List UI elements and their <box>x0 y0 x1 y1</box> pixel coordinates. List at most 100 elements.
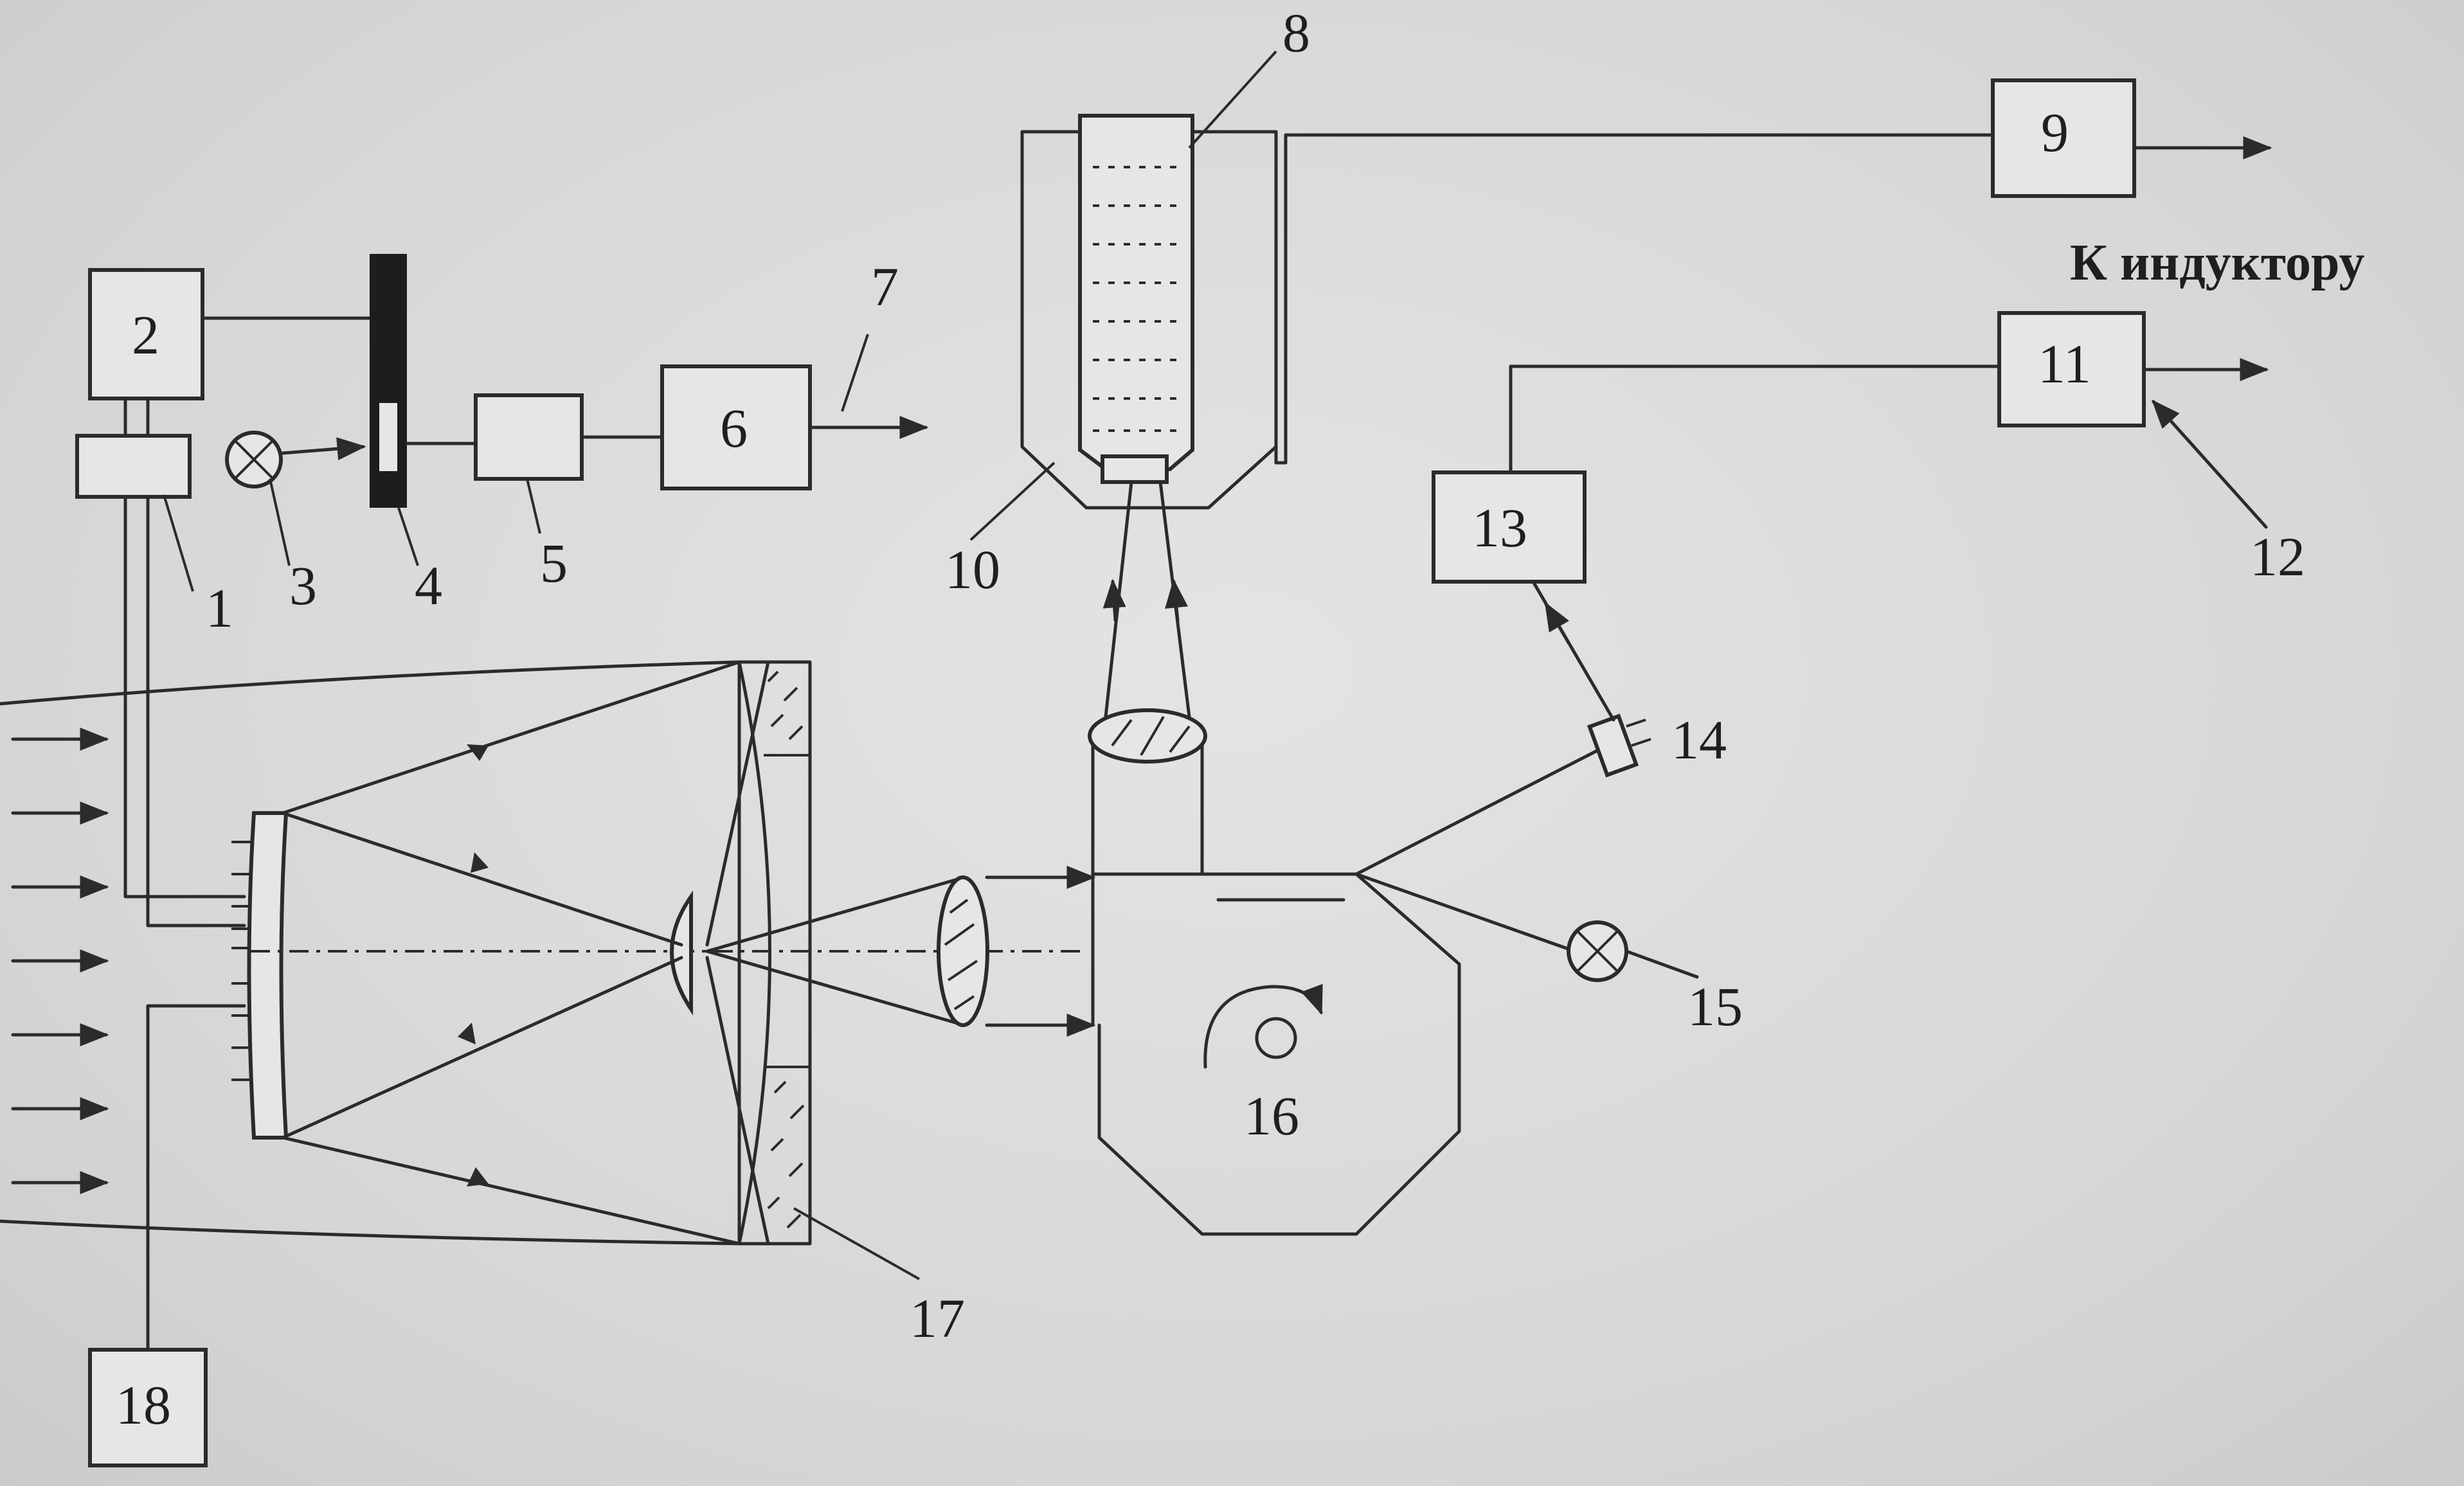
detector-window <box>1101 454 1169 484</box>
ray <box>705 875 966 953</box>
modulator-slot <box>377 400 400 474</box>
tube-wall-top <box>0 660 741 706</box>
vertical-beam <box>1088 480 1207 876</box>
converging-ray <box>1104 480 1133 719</box>
scanning-drum <box>1091 872 1461 1236</box>
label-13: 13 <box>1472 497 1527 559</box>
secondary-mirror <box>670 890 693 1016</box>
ray <box>705 956 770 1246</box>
ray-arrow-up <box>1102 578 1126 622</box>
telescope-tube <box>0 660 741 1246</box>
reference-chain <box>75 254 929 1467</box>
label-7: 7 <box>871 256 899 318</box>
sensor-to-13 <box>1531 580 1615 722</box>
dewar <box>1020 114 2008 510</box>
block-6 <box>660 364 812 490</box>
label-8: 8 <box>1282 2 1310 64</box>
label-10: 10 <box>945 539 1000 600</box>
leader-3 <box>269 478 291 566</box>
drum-axle <box>1255 1017 1297 1059</box>
drum-outline <box>1091 872 1461 1236</box>
link-13-11 <box>1509 364 2001 474</box>
photo-sensor <box>1587 713 1639 778</box>
label-14: 14 <box>1671 709 1727 771</box>
block-2 <box>88 268 204 400</box>
hatch <box>1140 715 1165 756</box>
lamp-15 <box>1354 872 1699 982</box>
lamp-to-modulator <box>281 437 366 461</box>
inductor-label: К индуктору <box>2070 235 2364 291</box>
label-1: 1 <box>206 577 233 639</box>
leader-8 <box>1188 50 1277 149</box>
label-12: 12 <box>2250 526 2305 587</box>
telescope-rays <box>281 660 966 1246</box>
hatch <box>1169 725 1191 753</box>
signal-line-to-9 <box>1274 133 2008 465</box>
label-11: 11 <box>2038 333 2091 395</box>
cold-finger <box>1078 114 1194 471</box>
ray-arrow <box>467 744 489 761</box>
label-6: 6 <box>720 397 748 459</box>
hatch <box>770 713 784 728</box>
ray-arrow <box>467 1167 489 1186</box>
lamp-lead <box>1624 949 1699 979</box>
ray-arrow <box>458 1023 476 1044</box>
label-16: 16 <box>1244 1085 1299 1147</box>
block-1 <box>75 434 192 499</box>
block-5 <box>474 393 584 481</box>
hatch <box>1111 719 1133 747</box>
hatch <box>947 960 978 981</box>
sensor-14 <box>1354 580 1651 876</box>
ray <box>281 956 683 1140</box>
hatch <box>773 1080 787 1094</box>
tube-wall-bottom <box>0 1219 741 1246</box>
block-13 <box>1432 470 1587 584</box>
ray <box>705 949 966 1027</box>
detector-plate <box>247 811 289 1140</box>
collimator-lens <box>937 875 989 1027</box>
leader-7 <box>841 334 869 412</box>
wire-array-to-18 <box>146 1004 246 1358</box>
label-15: 15 <box>1687 976 1743 1037</box>
detector-pins <box>231 841 251 1081</box>
sensor-lead <box>1626 719 1646 728</box>
hatch <box>767 670 779 683</box>
label-18: 18 <box>116 1374 171 1436</box>
hatch <box>953 995 975 1010</box>
ray-arrow-up <box>1165 578 1188 622</box>
lamp-cross <box>233 439 274 480</box>
label-4: 4 <box>415 555 442 616</box>
sensor-lead <box>1631 738 1651 747</box>
block-18 <box>88 1348 208 1467</box>
leader-10 <box>969 461 1056 541</box>
hatch <box>783 686 798 702</box>
leader-4 <box>397 507 419 566</box>
hatch <box>770 1138 784 1152</box>
incoming-radiation-arrows <box>11 728 109 1194</box>
hatch <box>786 1213 802 1229</box>
block-9 <box>1991 78 2136 198</box>
detector-array <box>231 811 289 1140</box>
leader-17 <box>793 1207 920 1280</box>
number-labels: 1 2 3 4 5 6 7 8 9 10 11 12 13 14 15 16 1… <box>116 2 2364 1436</box>
lamp-cross <box>1576 929 1619 973</box>
wire-1-to-array <box>123 495 246 899</box>
label-9: 9 <box>2041 102 2069 163</box>
mirror-body <box>737 660 812 1246</box>
ray <box>705 660 770 947</box>
leader-12 <box>2151 399 2268 529</box>
rotation-arrow <box>1203 983 1323 1069</box>
ray <box>281 1136 741 1246</box>
sensor-ray <box>1354 744 1609 876</box>
hatch <box>788 1162 804 1177</box>
focusing-lens <box>1088 708 1207 764</box>
leader-5 <box>526 478 541 534</box>
ray <box>281 660 741 815</box>
primary-mirror <box>737 660 812 1246</box>
focusing-lens-hatching <box>1111 715 1191 756</box>
hatch <box>949 899 969 914</box>
sensor-arrow <box>1544 602 1570 645</box>
leader-lines <box>163 50 1277 1280</box>
